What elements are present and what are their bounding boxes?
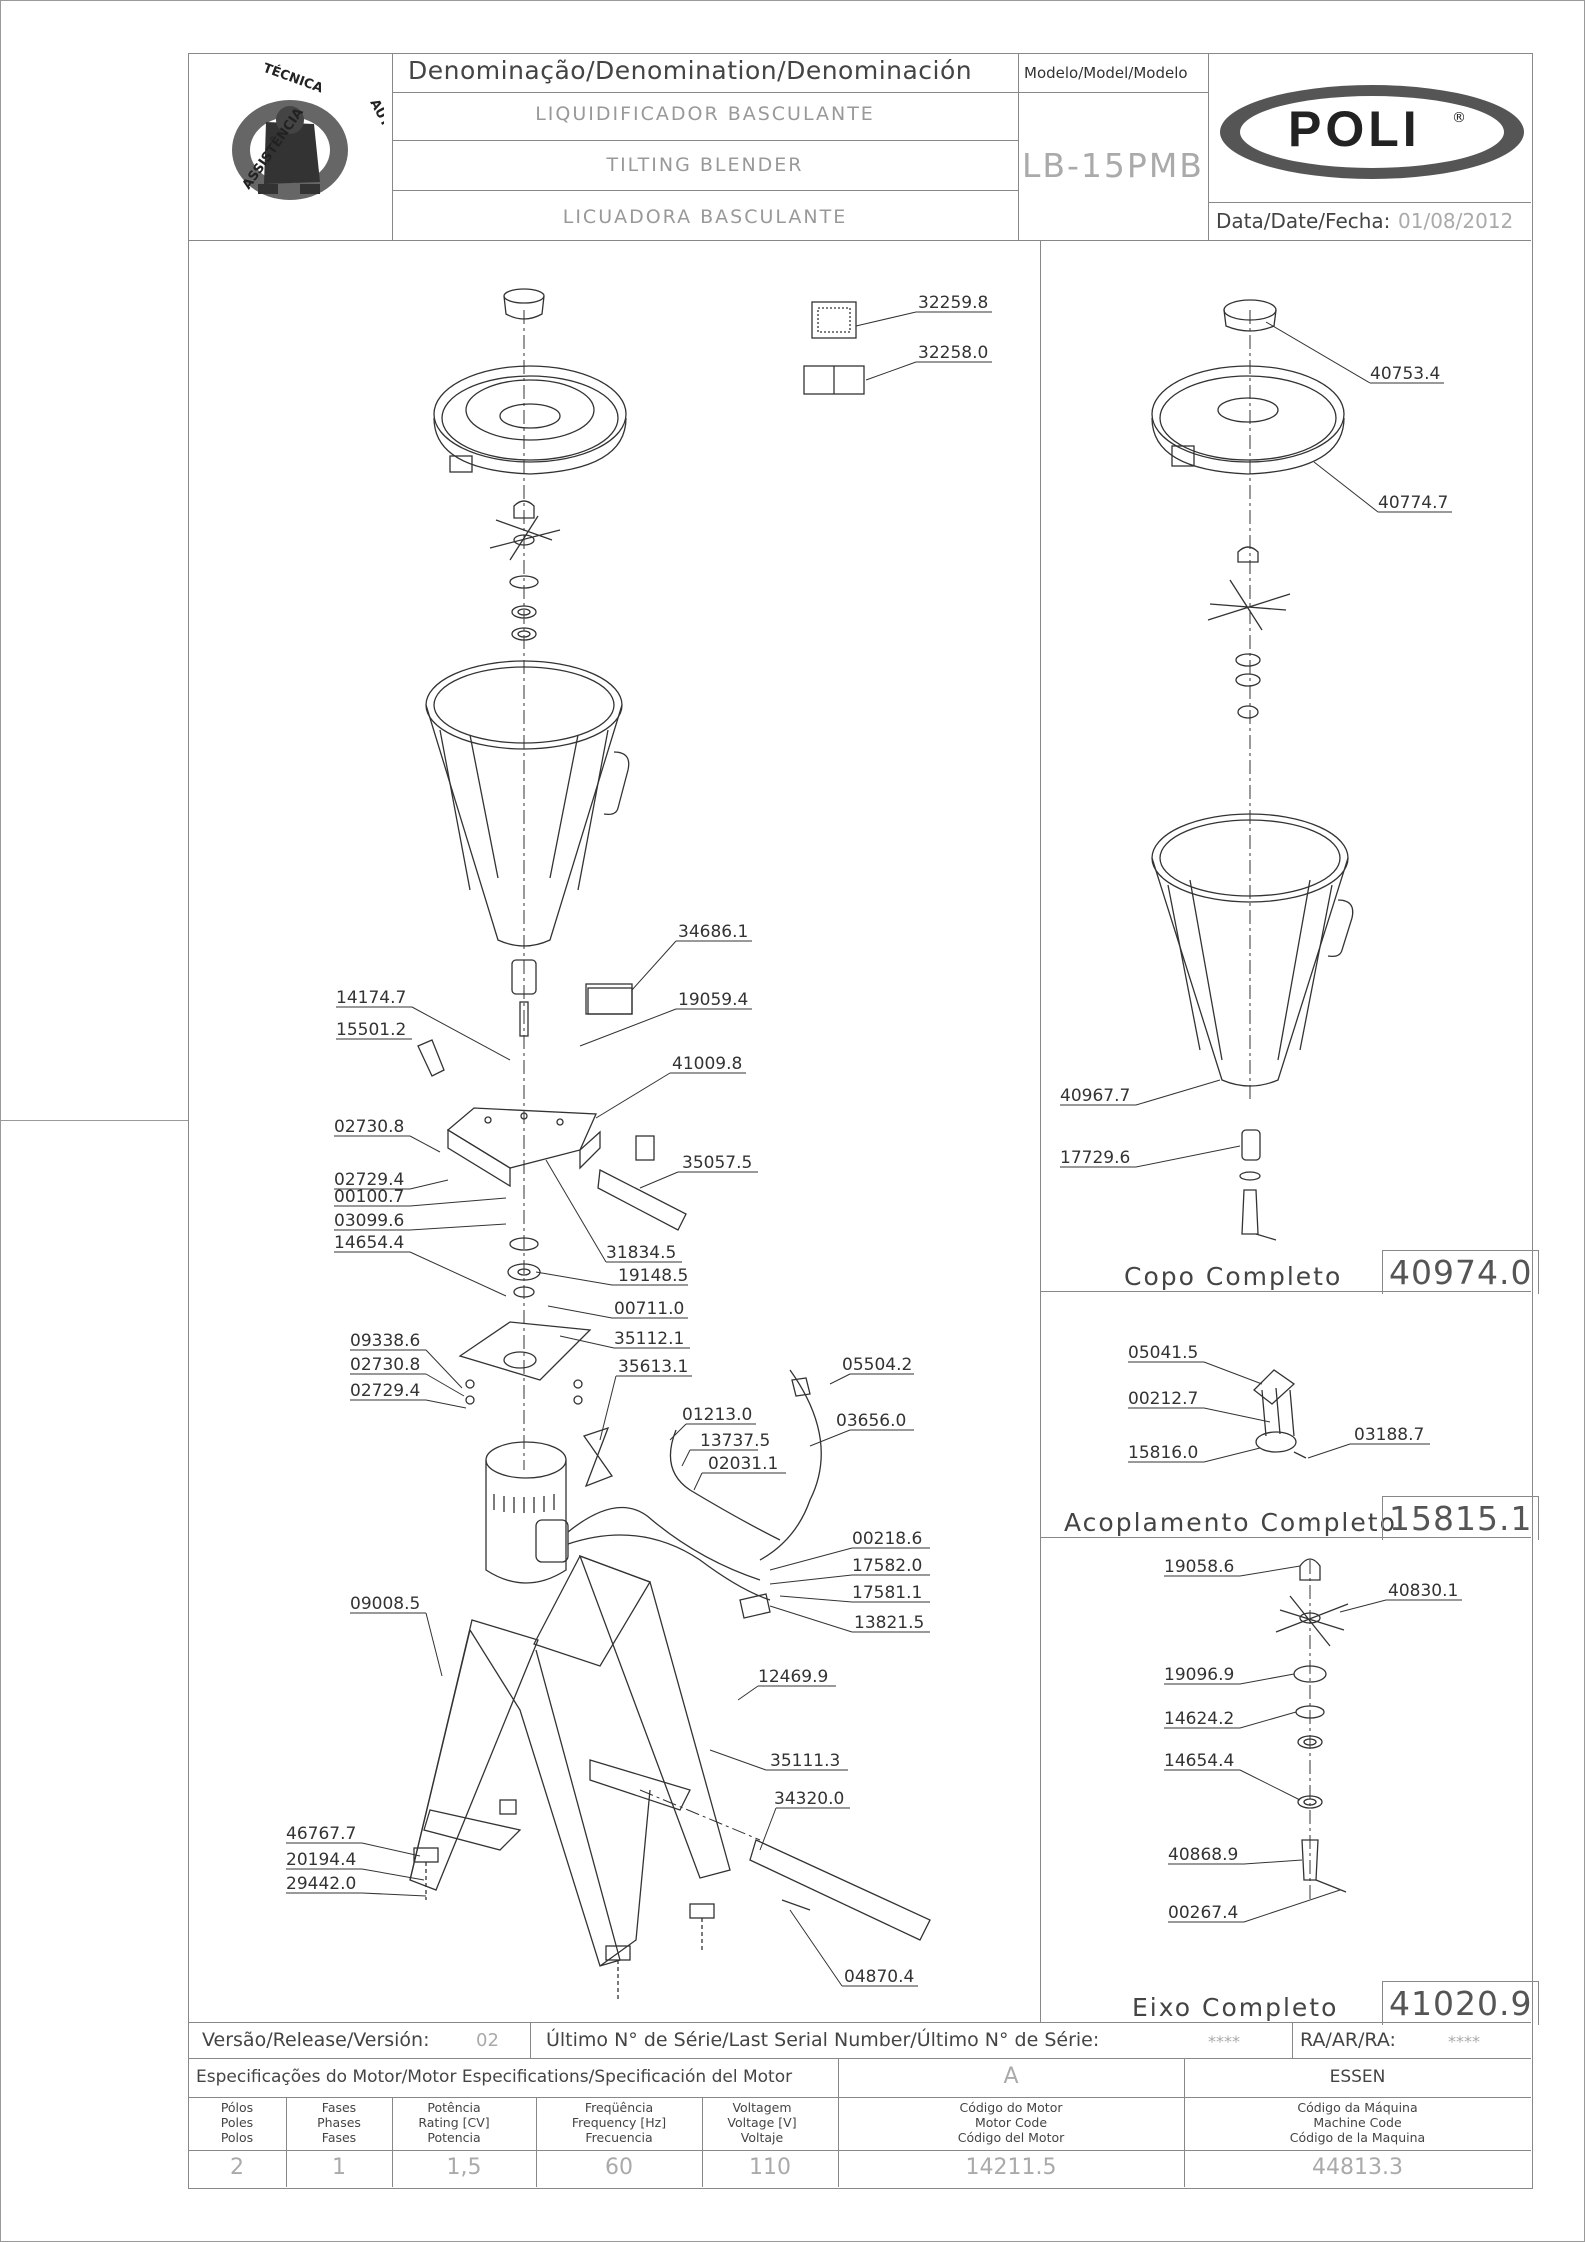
serial-value: **** <box>1208 2032 1240 2051</box>
motor-brand: ESSEN <box>1329 2067 1386 2087</box>
part-label: 35057.5 <box>682 1153 752 1173</box>
part-label: 01213.0 <box>682 1405 752 1425</box>
part-label: 40868.9 <box>1168 1845 1238 1865</box>
part-label: 00100.7 <box>334 1187 404 1207</box>
title-block <box>188 53 1531 241</box>
part-label: 19058.6 <box>1164 1557 1234 1577</box>
part-label: 03656.0 <box>836 1411 906 1431</box>
part-label: 40967.7 <box>1060 1086 1130 1106</box>
part-label: 19148.5 <box>618 1266 688 1286</box>
spec-value-motor-code: 14211.5 <box>965 2155 1057 2180</box>
model-value: LB-15PMB <box>1022 146 1204 185</box>
part-label: 20194.4 <box>286 1850 356 1870</box>
part-label: 19059.4 <box>678 990 748 1010</box>
part-label: 15816.0 <box>1128 1443 1198 1463</box>
eixo-title: Eixo Completo <box>1132 1993 1339 2022</box>
spec-value-frequency: 60 <box>605 2155 633 2180</box>
part-label: 35111.3 <box>770 1751 840 1771</box>
date-value: 01/08/2012 <box>1398 209 1514 233</box>
drawing-frame <box>188 53 1533 2189</box>
part-label: 35112.1 <box>614 1329 684 1349</box>
eixo-code: 41020.9 <box>1382 1981 1540 2025</box>
part-label: 00218.6 <box>852 1529 922 1549</box>
part-label: 41009.8 <box>672 1054 742 1074</box>
part-label: 29442.0 <box>286 1874 356 1894</box>
part-label: 14624.2 <box>1164 1709 1234 1729</box>
brand-name: POLI <box>1288 101 1421 157</box>
spec-value-poles: 2 <box>230 2155 244 2180</box>
part-label: 14654.4 <box>334 1233 404 1253</box>
denomination-title: Denominação/Denomination/Denominación <box>408 56 973 85</box>
motor-letter: A <box>1003 2064 1019 2089</box>
part-label: 05041.5 <box>1128 1343 1198 1363</box>
part-label: 03188.7 <box>1354 1425 1424 1445</box>
acoplamento-title: Acoplamento Completo <box>1064 1508 1397 1537</box>
version-value: 02 <box>476 2030 499 2051</box>
brand-registered: ® <box>1452 110 1466 126</box>
part-label: 14654.4 <box>1164 1751 1234 1771</box>
part-label: 03099.6 <box>334 1211 404 1231</box>
authorized-service-logo: ASSISTÊNCIA TÉCNICA AUTORIZADA <box>232 62 384 200</box>
name-es: LICUADORA BASCULANTE <box>562 206 848 228</box>
serial-label: Último N° de Série/Last Serial Number/Úl… <box>546 2029 1100 2051</box>
part-label: 17582.0 <box>852 1556 922 1576</box>
copo-title: Copo Completo <box>1124 1262 1343 1291</box>
part-label: 02729.4 <box>350 1381 420 1401</box>
spec-value-machine-code: 44813.3 <box>1312 2155 1403 2180</box>
part-label: 35613.1 <box>618 1357 688 1377</box>
part-label: 15501.2 <box>336 1020 406 1040</box>
part-label: 00711.0 <box>614 1299 684 1319</box>
part-label: 40753.4 <box>1370 364 1440 384</box>
fold-mark <box>0 1120 188 1121</box>
name-pt: LIQUIDIFICADOR BASCULANTE <box>535 103 875 125</box>
part-label: 04870.4 <box>844 1967 914 1987</box>
copo-code: 40974.0 <box>1382 1250 1540 1294</box>
part-label: 17581.1 <box>852 1583 922 1603</box>
spec-value-rating: 1,5 <box>446 2155 482 2180</box>
version-label: Versão/Release/Versión: <box>202 2029 430 2051</box>
part-label: 32258.0 <box>918 343 988 363</box>
part-label: 02730.8 <box>334 1117 404 1137</box>
part-label: 13821.5 <box>854 1613 924 1633</box>
part-label: 32259.8 <box>918 293 988 313</box>
spec-value-phases: 1 <box>332 2155 346 2180</box>
part-label: 31834.5 <box>606 1243 676 1263</box>
part-label: 00267.4 <box>1168 1903 1238 1923</box>
name-en: TILTING BLENDER <box>606 154 804 176</box>
part-label: 34686.1 <box>678 922 748 942</box>
ra-label: RA/AR/RA: <box>1300 2029 1396 2051</box>
part-label: 34320.0 <box>774 1789 844 1809</box>
part-label: 46767.7 <box>286 1824 356 1844</box>
part-label: 19096.9 <box>1164 1665 1234 1685</box>
part-label: 12469.9 <box>758 1667 828 1687</box>
motor-spec-label: Especificações do Motor/Motor Especifica… <box>196 2067 793 2087</box>
ra-value: **** <box>1448 2032 1480 2051</box>
brand-logo <box>1220 85 1524 179</box>
part-label: 09008.5 <box>350 1594 420 1614</box>
part-label: 13737.5 <box>700 1431 770 1451</box>
part-label: 02730.8 <box>350 1355 420 1375</box>
part-label: 09338.6 <box>350 1331 420 1351</box>
acoplamento-code: 15815.1 <box>1382 1496 1540 1540</box>
part-label: 05504.2 <box>842 1355 912 1375</box>
part-label: 40774.7 <box>1378 493 1448 513</box>
part-label: 17729.6 <box>1060 1148 1130 1168</box>
date-label: Data/Date/Fecha: <box>1216 209 1391 233</box>
part-label: 40830.1 <box>1388 1581 1458 1601</box>
spec-value-voltage: 110 <box>749 2155 791 2180</box>
part-label: 02031.1 <box>708 1454 778 1474</box>
part-label: 00212.7 <box>1128 1389 1198 1409</box>
part-label: 02729.4 <box>334 1170 404 1190</box>
part-label: 14174.7 <box>336 988 406 1008</box>
model-label: Modelo/Model/Modelo <box>1024 64 1188 82</box>
